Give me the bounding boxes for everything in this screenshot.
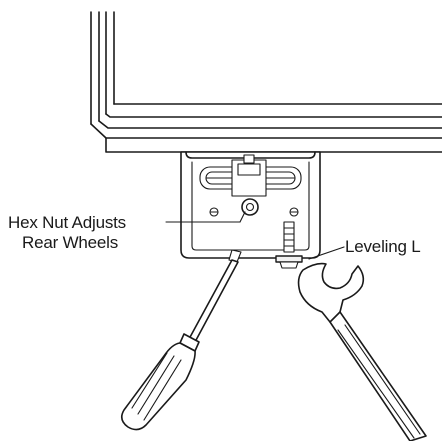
leveling-leg-leader-line bbox=[308, 246, 345, 260]
leveling-leg-callout: Leveling L bbox=[345, 237, 421, 256]
hex-nut-callout-line2: Rear Wheels bbox=[22, 233, 118, 252]
screwdriver bbox=[120, 249, 242, 431]
wrench bbox=[297, 262, 427, 441]
leveling-bracket bbox=[180, 151, 321, 259]
leveling-leg bbox=[275, 221, 303, 269]
hex-nut-callout-line1: Hex Nut Adjusts bbox=[8, 213, 126, 232]
callout-leaders bbox=[165, 211, 345, 260]
hex-nut bbox=[241, 198, 259, 216]
appliance-cabinet bbox=[90, 11, 442, 153]
